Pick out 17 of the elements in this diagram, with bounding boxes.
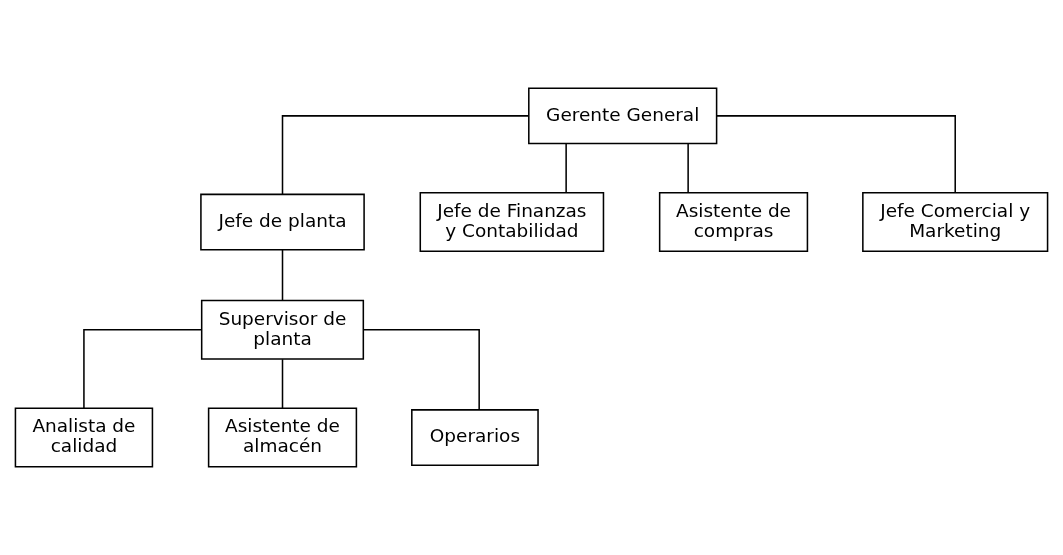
node-box: Jefe de planta: [200, 193, 365, 251]
node-box: Supervisor de planta: [200, 299, 365, 360]
node-box: Jefe Comercial y Marketing: [862, 192, 1049, 253]
node-box: Jefe de Finanzas y Contabilidad: [419, 192, 605, 253]
node-box: Asistente de almacén: [207, 407, 358, 468]
node-box: Analista de calidad: [14, 407, 154, 468]
connector: [281, 358, 284, 409]
connector: [83, 329, 202, 409]
connector: [715, 115, 956, 194]
connector: [281, 249, 284, 302]
node-box: Asistente de compras: [658, 192, 809, 253]
connector: [565, 143, 567, 194]
connector: [687, 143, 689, 194]
connector: [281, 115, 530, 195]
node-box: Gerente General: [528, 87, 718, 145]
connector: [362, 329, 480, 411]
node-box: Operarios: [411, 409, 539, 467]
